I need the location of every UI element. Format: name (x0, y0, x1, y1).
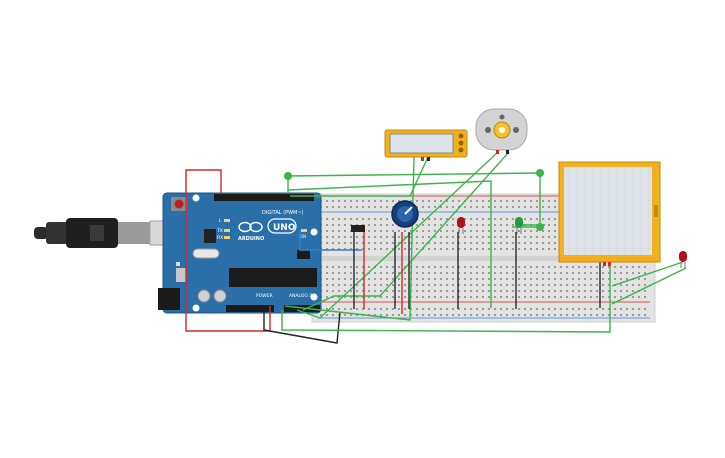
model-label: UNO (273, 223, 296, 233)
reset-button[interactable] (174, 199, 184, 209)
transistor[interactable] (351, 225, 365, 232)
graph-display[interactable] (558, 161, 661, 266)
led-tx-label: TX (216, 228, 223, 234)
on-label: ON (300, 234, 306, 239)
arduino-logo: ARDUINO (238, 221, 264, 242)
usb-cable[interactable] (34, 218, 169, 248)
brand-label: ARDUINO (238, 236, 264, 242)
external-red-led[interactable] (679, 251, 687, 268)
digital-header (214, 194, 314, 201)
green-led[interactable] (515, 217, 523, 234)
analog-label: ANALOG IN (289, 293, 314, 299)
atmega-chip (229, 268, 317, 287)
digital-header-label: DIGITAL (PWM~) (262, 210, 304, 216)
led-l-label: L (219, 218, 222, 224)
potentiometer[interactable] (391, 200, 419, 228)
wire-nodes (284, 169, 544, 231)
lcd-module[interactable] (384, 129, 468, 161)
led-rx-label: RX (217, 235, 223, 241)
power-jack (158, 288, 180, 310)
dc-motor[interactable] (475, 108, 528, 154)
power-label: POWER (256, 293, 273, 299)
arduino-uno[interactable]: DIGITAL (PWM~) L TX RX ARDUINO UNO ON (158, 192, 322, 314)
red-led[interactable] (457, 217, 465, 234)
power-header (226, 305, 274, 312)
